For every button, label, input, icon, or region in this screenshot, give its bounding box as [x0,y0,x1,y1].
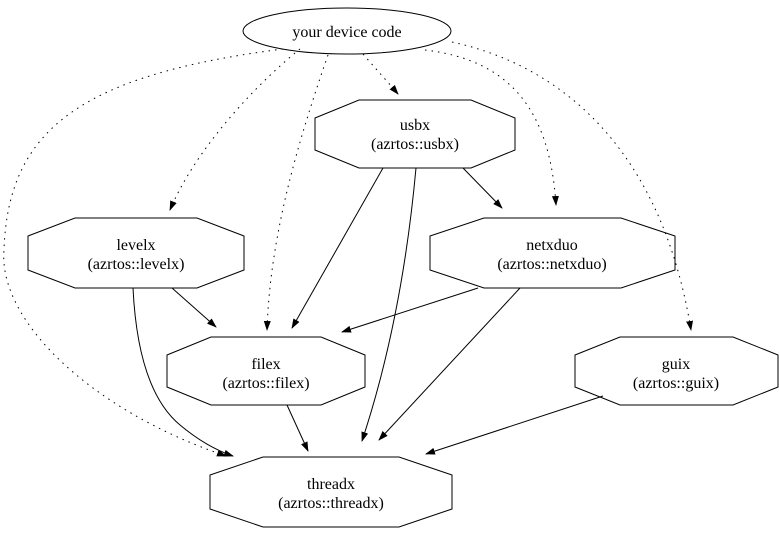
node-sublabel: (azrtos::guix) [633,375,719,392]
edge-device-netxduo [424,49,559,206]
node-levelx: levelx (azrtos::levelx) [27,217,245,289]
octagon-shape [314,99,516,169]
edge-group-solid [132,167,604,457]
octagon-shape [209,456,453,528]
node-threadx: threadx (azrtos::threadx) [209,456,453,528]
edge-usbx-netxduo [462,167,503,209]
node-label: filex [251,356,280,373]
node-sublabel: (azrtos::filex) [222,375,309,392]
node-label: levelx [116,237,155,254]
ellipse-shape [242,7,452,55]
node-sublabel: (azrtos::netxduo) [497,256,606,273]
octagon-shape [429,217,676,289]
node-label: usbx [400,117,430,134]
edge-guix-threadx [425,395,604,455]
edge-levelx-filex [171,287,217,328]
node-label: your device code [292,24,401,41]
node-usbx: usbx (azrtos::usbx) [314,99,516,169]
node-filex: filex (azrtos::filex) [166,336,366,406]
node-sublabel: (azrtos::levelx) [88,256,185,273]
node-label: guix [662,356,690,373]
edge-device-usbx [362,53,399,95]
node-sublabel: (azrtos::usbx) [371,136,459,153]
node-device: your device code [242,7,452,55]
edge-device-levelx [169,48,301,211]
node-guix: guix (azrtos::guix) [574,336,779,406]
edge-usbx-threadx [361,167,417,442]
octagon-shape [27,217,245,289]
edge-device-filex [263,54,329,331]
edge-filex-threadx [286,404,309,452]
node-label: threadx [307,476,355,493]
node-sublabel: (azrtos::threadx) [278,495,384,512]
edge-group-dotted [3,41,694,457]
octagon-shape [166,336,366,406]
edge-levelx-threadx [132,287,234,457]
octagon-shape [574,336,779,406]
node-netxduo: netxduo (azrtos::netxduo) [429,217,676,289]
edge-netxduo-filex [341,287,479,333]
edge-device-guix [451,41,694,331]
edge-netxduo-threadx [378,287,521,441]
node-label: netxduo [526,237,578,254]
edge-usbx-filex [291,167,384,329]
